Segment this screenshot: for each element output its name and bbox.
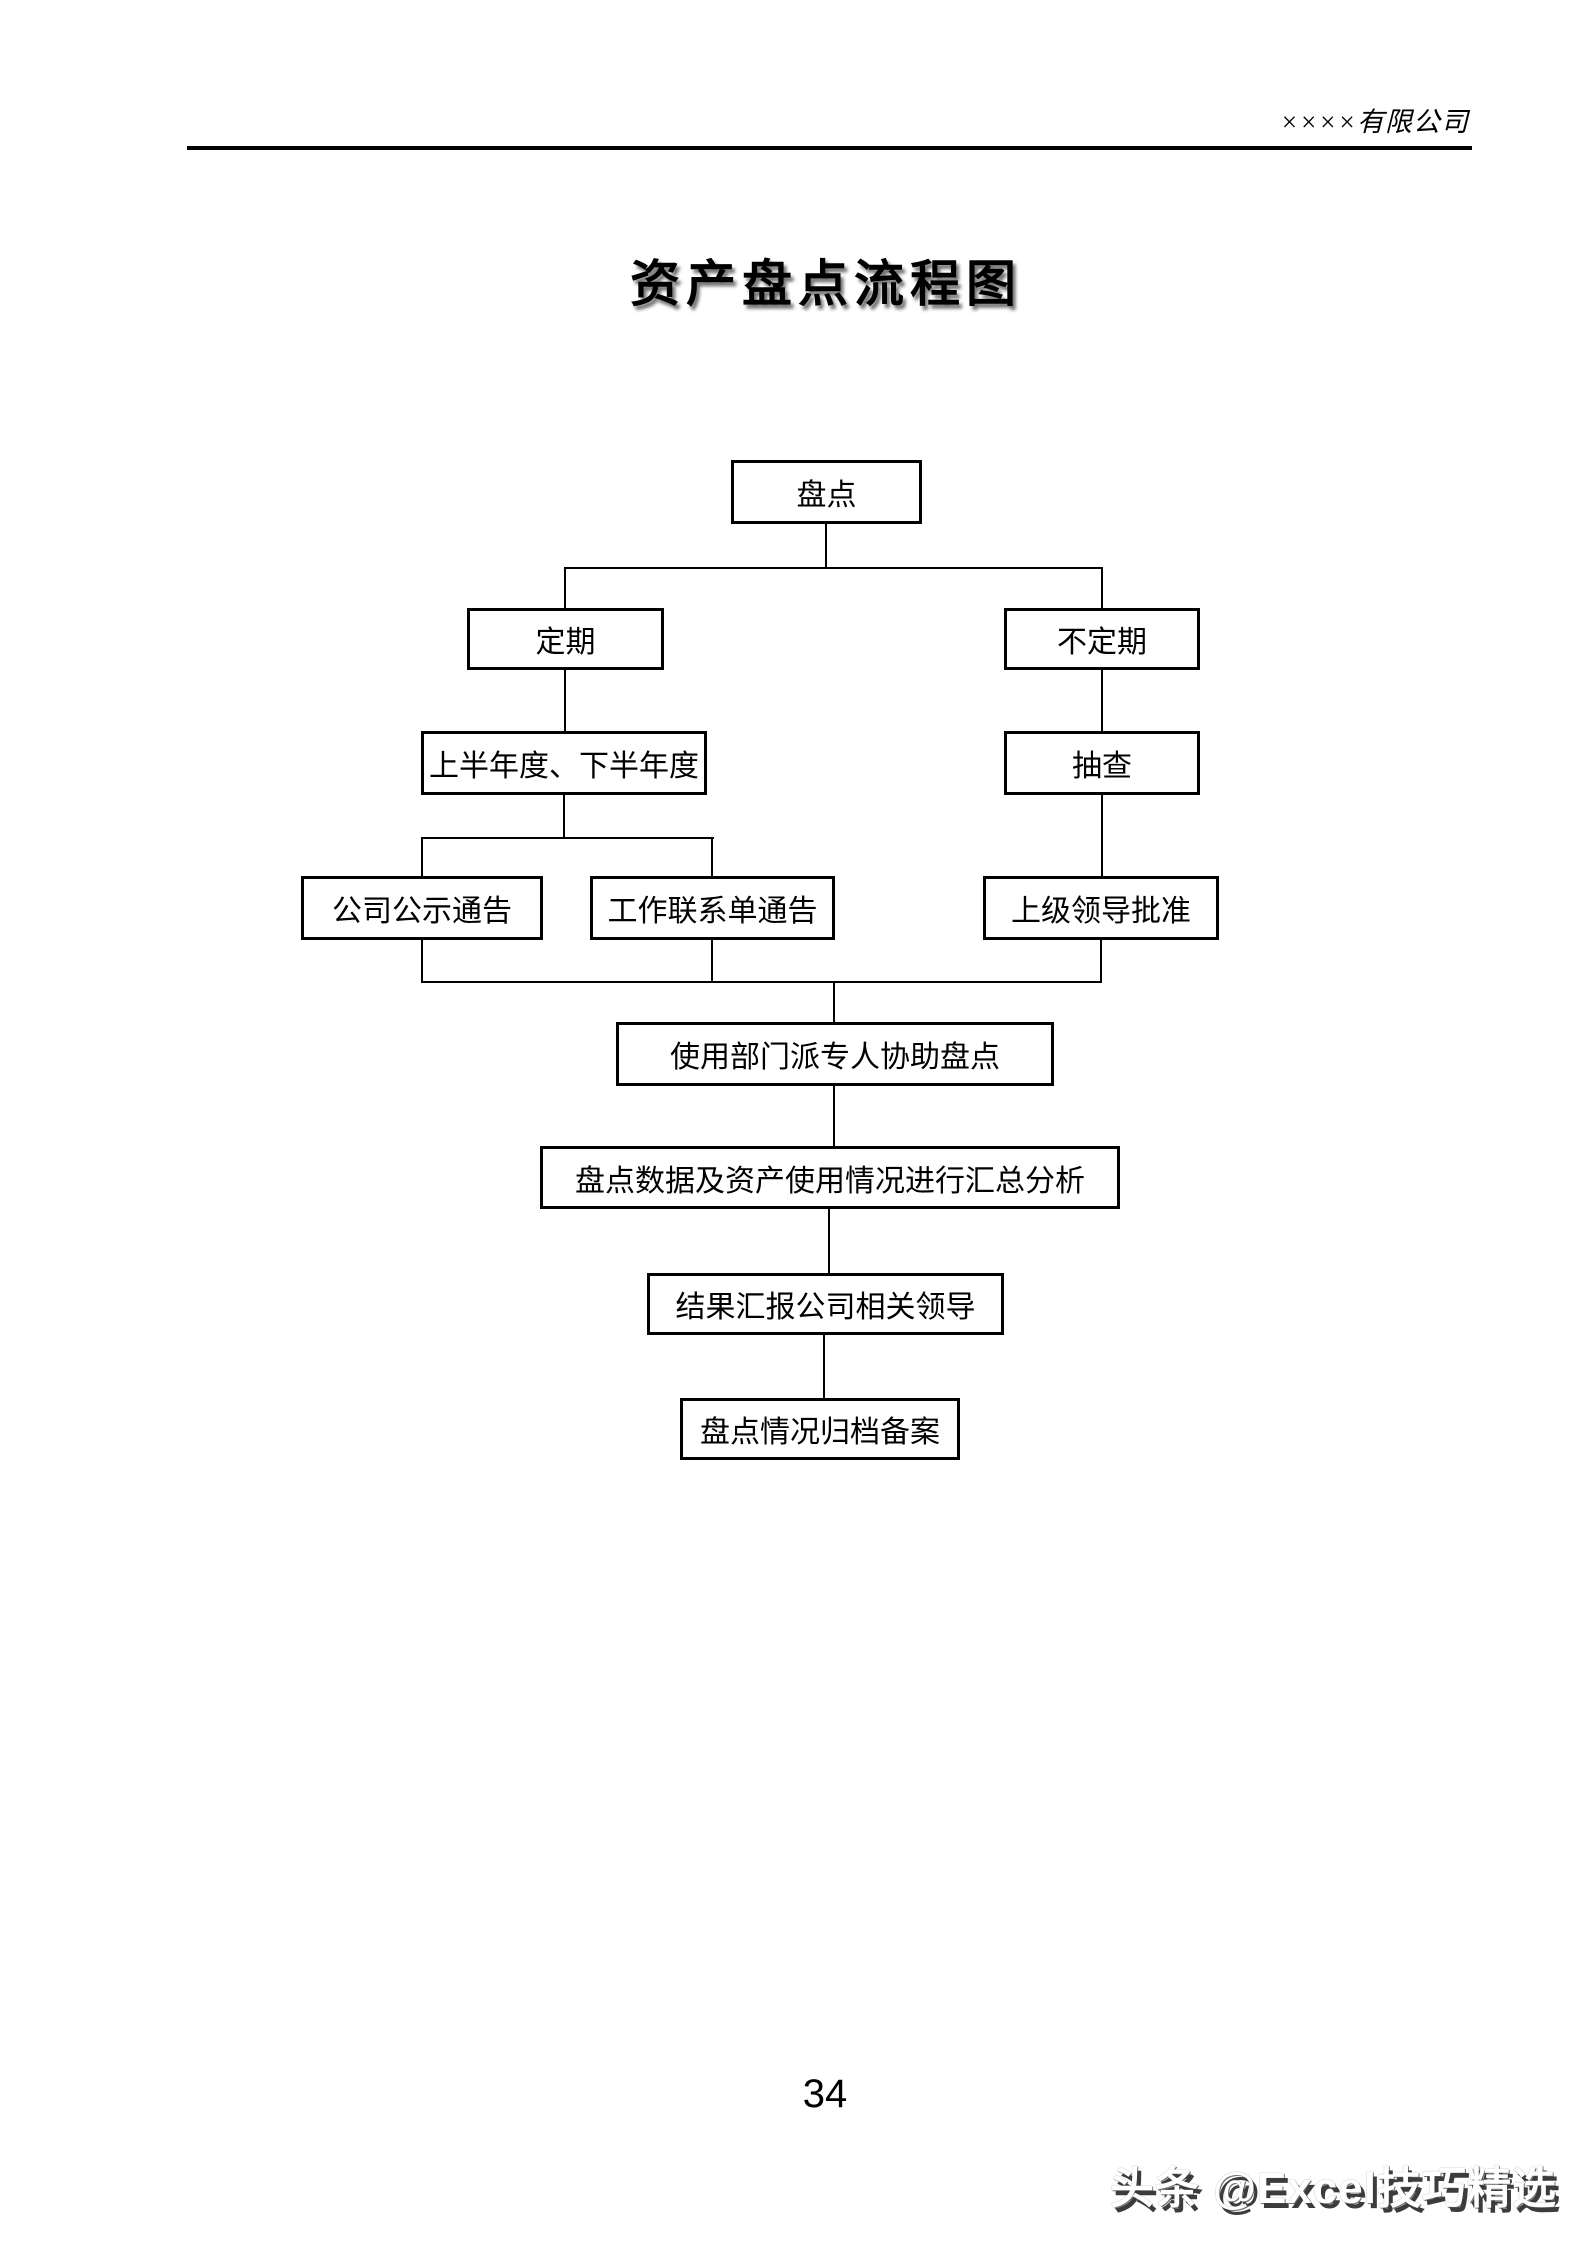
flow-node-inventory: 盘点 [731, 460, 922, 524]
header-rule [187, 146, 1472, 150]
connector-line [1101, 795, 1103, 878]
connector-line [825, 524, 827, 569]
flow-node-report-leaders: 结果汇报公司相关领导 [647, 1273, 1004, 1335]
flow-node-dept-assist: 使用部门派专人协助盘点 [616, 1022, 1054, 1086]
flow-node-public-notice: 公司公示通告 [301, 876, 543, 940]
connector-line [833, 1086, 835, 1148]
flow-node-periodic: 定期 [467, 608, 664, 670]
header-company-name: ××××有限公司 [1280, 107, 1469, 137]
connector-line [1101, 670, 1103, 733]
page-title: 资产盘点流程图 [630, 256, 1022, 312]
connector-line [833, 981, 835, 1024]
connector-line [564, 670, 566, 733]
flow-node-summary: 盘点数据及资产使用情况进行汇总分析 [540, 1146, 1120, 1209]
connector-line [564, 567, 566, 610]
connector-line [421, 940, 423, 983]
connector-line [1101, 567, 1103, 610]
connector-line [563, 795, 565, 839]
connector-line [421, 981, 1102, 983]
watermark: 头条 @Excel技巧精选 [1109, 2164, 1557, 2213]
flow-node-spot-check: 抽查 [1004, 731, 1200, 795]
connector-line [823, 1335, 825, 1400]
connector-line [564, 567, 1103, 569]
connector-line [711, 940, 713, 983]
flow-node-archive: 盘点情况归档备案 [680, 1398, 960, 1460]
connector-line [711, 837, 713, 878]
flow-node-work-contact: 工作联系单通告 [590, 876, 835, 940]
flow-node-half-year: 上半年度、下半年度 [421, 731, 707, 795]
flow-node-non-periodic: 不定期 [1004, 608, 1200, 670]
connector-line [421, 837, 423, 878]
connector-line [1100, 940, 1102, 983]
flow-node-leader-approval: 上级领导批准 [983, 876, 1219, 940]
page-number: 34 [802, 2072, 848, 2116]
connector-line [421, 837, 714, 839]
connector-line [828, 1209, 830, 1275]
